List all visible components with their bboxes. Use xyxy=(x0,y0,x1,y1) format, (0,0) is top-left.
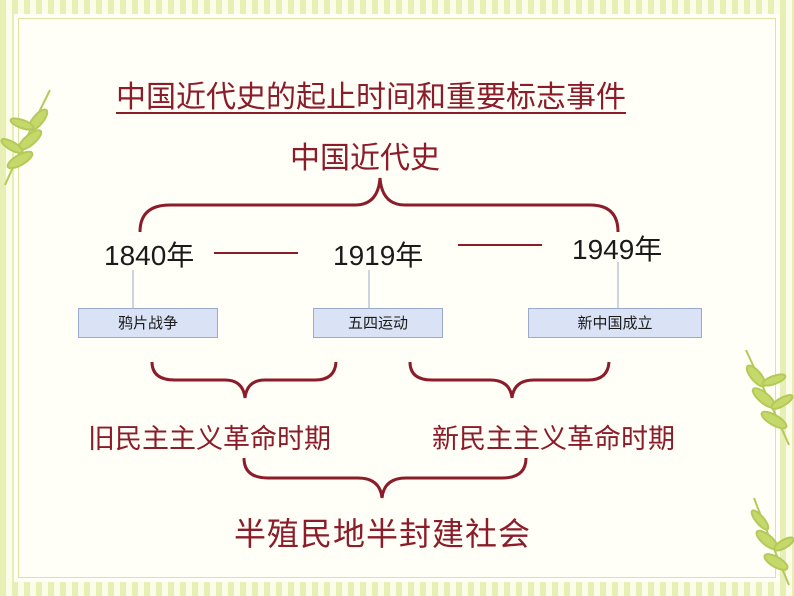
period-new-democratic: 新民主主义革命时期 xyxy=(432,424,675,455)
period-brace-1 xyxy=(150,361,338,399)
year-1919: 1919年 xyxy=(333,240,424,271)
page-title: 中国近代史的起止时间和重要标志事件 xyxy=(116,80,626,115)
top-brace xyxy=(138,177,620,233)
leaf-decoration-right-bottom-icon xyxy=(750,497,794,586)
event-box-new-china: 新中国成立 xyxy=(528,308,702,338)
subject-label: 中国近代史 xyxy=(290,141,440,176)
year-1949: 1949年 xyxy=(572,234,663,265)
society-brace xyxy=(242,457,528,499)
event-box-may-fourth: 五四运动 xyxy=(313,308,443,338)
leaf-decoration-right-top-icon xyxy=(745,349,794,446)
inner-border xyxy=(18,18,776,578)
year-1840: 1840年 xyxy=(104,240,195,271)
society-label: 半殖民地半封建社会 xyxy=(234,515,532,553)
period-brace-2 xyxy=(408,361,611,399)
event-box-opium-war: 鸦片战争 xyxy=(78,308,218,338)
leaf-decoration-left-icon xyxy=(0,89,51,186)
period-old-democratic: 旧民主主义革命时期 xyxy=(88,424,331,455)
